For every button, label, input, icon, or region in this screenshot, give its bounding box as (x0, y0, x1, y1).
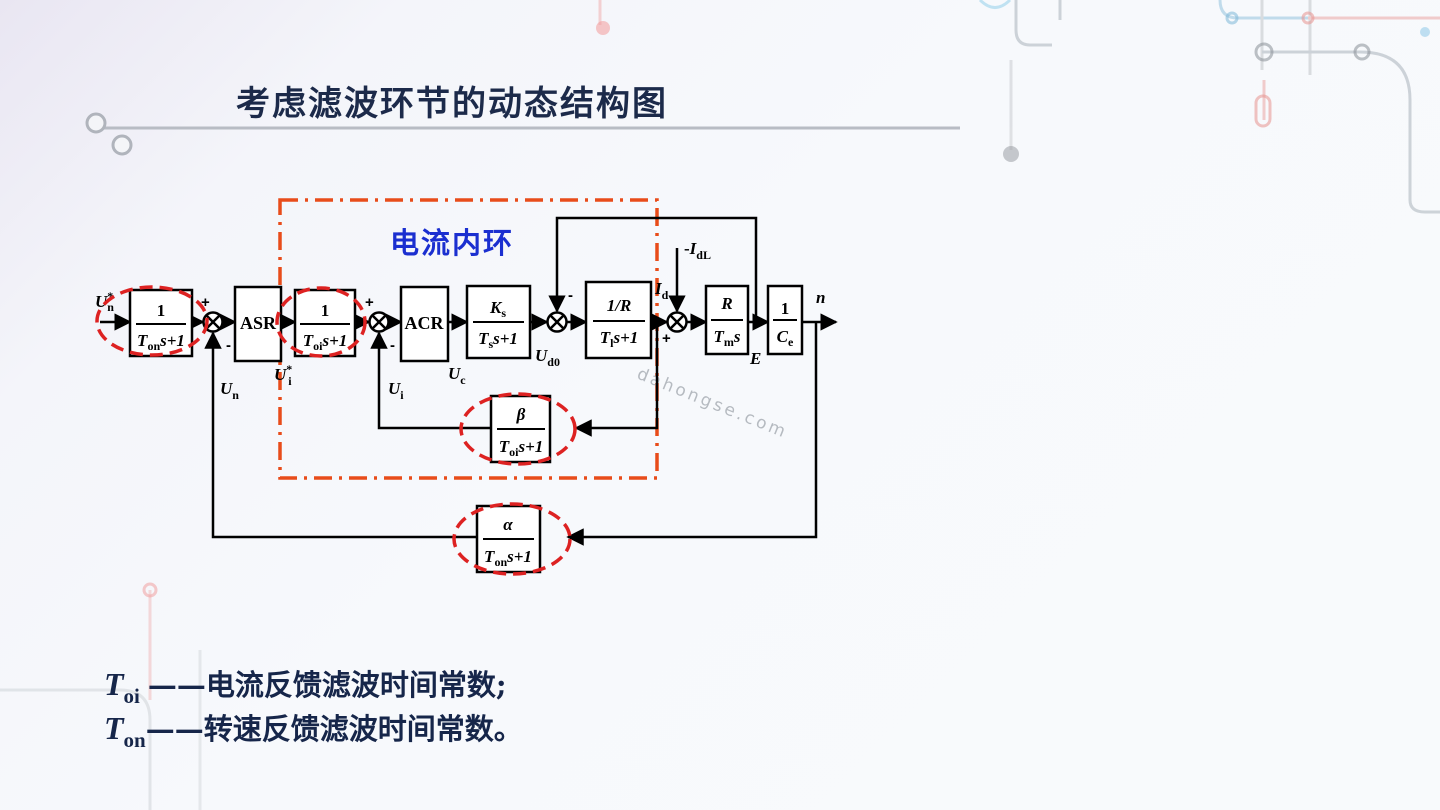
current-filter-num: 1 (321, 301, 330, 320)
speed-filter-den: Tons+1 (137, 331, 185, 353)
legend-toi-symbol: T (104, 666, 124, 702)
legend-ton-desc: ——转速反馈滤波时间常数。 (145, 712, 523, 746)
slide-title: 考虑滤波环节的动态结构图 (236, 84, 668, 124)
signal-n: n (816, 288, 825, 307)
title-underline (85, 112, 960, 156)
emf-den: Ce (777, 327, 794, 349)
legend-ton-sub: on (123, 728, 146, 752)
current-feedback-den: Tois+1 (499, 437, 544, 459)
highlight-speed-filter (95, 285, 209, 357)
acr-label: ACR (405, 313, 445, 333)
legend-toi-sub: oi (123, 684, 140, 708)
summing-junction-speed (202, 311, 224, 333)
highlight-current-feedback (459, 392, 577, 466)
legend-toi-desc: ——电流反馈滤波时间常数; (147, 668, 507, 702)
legend-toi: Toi ——电流反馈滤波时间常数; (104, 662, 507, 709)
speed-feedback-num: α (503, 515, 513, 534)
speed-feedback-den: Tons+1 (484, 547, 532, 569)
legend-ton-symbol: T (104, 710, 124, 746)
mechanical-den: Tms (713, 327, 740, 349)
sign-plus-load: + (662, 330, 671, 347)
sign-plus-speed: + (201, 294, 210, 311)
signal-ui-star: U*i (274, 362, 292, 388)
signal-un-star: U*n (95, 289, 114, 314)
inner-loop-label: 电流内环 (390, 226, 514, 260)
signal-id: Id (654, 279, 669, 302)
emf-num: 1 (781, 299, 790, 318)
highlight-current-filter (275, 286, 367, 358)
summing-junction-emf (546, 311, 568, 333)
armature-num: 1/R (607, 296, 632, 315)
converter-num: Ks (489, 298, 506, 320)
sign-plus-current: + (365, 294, 374, 311)
legend-ton: Ton——转速反馈滤波时间常数。 (104, 706, 523, 753)
mechanical-num: R (720, 294, 732, 313)
signal-e: E (749, 349, 761, 368)
summing-junction-current (368, 311, 390, 333)
block-asr (233, 285, 283, 363)
speed-filter-num: 1 (157, 301, 166, 320)
signal-idl: -IdL (684, 239, 711, 262)
signal-ud0: Ud0 (535, 346, 560, 369)
sign-minus-emf: - (568, 287, 573, 304)
signal-ui: Ui (388, 379, 404, 402)
block-acr (399, 285, 450, 363)
current-feedback-num: β (516, 405, 526, 424)
signal-un: Un (220, 379, 239, 402)
sign-minus-current: - (390, 337, 395, 354)
signal-lines (100, 216, 838, 546)
asr-label: ASR (240, 313, 277, 333)
highlight-speed-feedback (452, 502, 572, 576)
signal-uc: Uc (448, 364, 466, 387)
armature-den: Tls+1 (600, 328, 639, 350)
summing-junction-load (666, 311, 688, 333)
sign-minus-speed: - (226, 337, 231, 354)
current-filter-den: Tois+1 (303, 331, 348, 353)
converter-den: Tss+1 (478, 329, 518, 351)
